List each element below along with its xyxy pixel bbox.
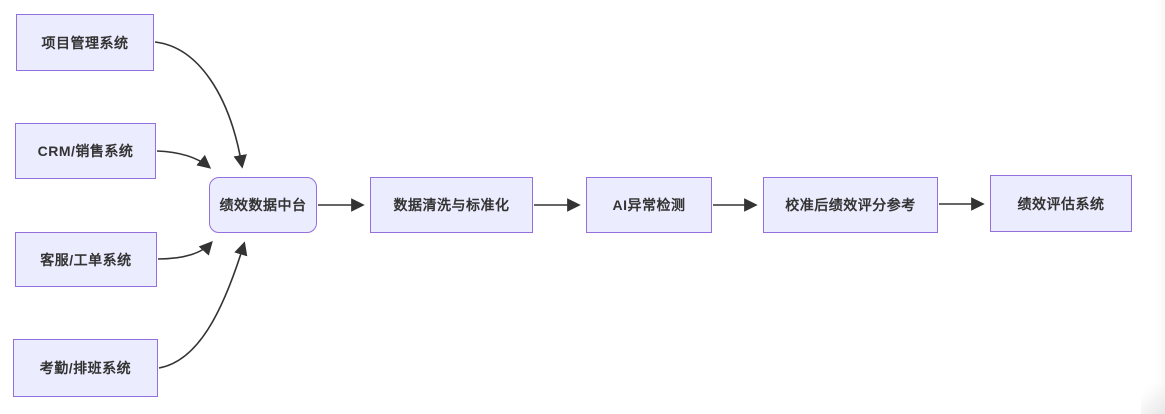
edge-service-to-hub [157, 240, 213, 260]
node-calibrated-score-reference: 校准后绩效评分参考 [763, 177, 938, 233]
node-service-ticket-system: 客服/工单系统 [15, 232, 157, 287]
node-label: 考勤/排班系统 [39, 360, 132, 376]
node-label: AI异常检测 [612, 197, 686, 213]
node-project-management-system: 项目管理系统 [16, 14, 154, 71]
node-label: 绩效数据中台 [219, 197, 307, 213]
edge-project-to-hub [154, 41, 247, 169]
node-performance-evaluation-system: 绩效评估系统 [990, 175, 1132, 232]
edge-attendance-to-hub [158, 241, 248, 369]
node-label: CRM/销售系统 [37, 143, 134, 159]
node-label: 绩效评估系统 [1017, 195, 1105, 212]
node-label: 校准后绩效评分参考 [785, 197, 916, 213]
node-attendance-scheduling-system: 考勤/排班系统 [13, 339, 158, 397]
node-label: 数据清洗与标准化 [393, 197, 510, 213]
node-performance-data-hub: 绩效数据中台 [209, 177, 317, 233]
node-label: 客服/工单系统 [40, 251, 132, 268]
node-data-cleaning-standardization: 数据清洗与标准化 [370, 177, 533, 233]
node-ai-anomaly-detection: AI异常检测 [586, 177, 712, 233]
edge-crm-to-hub [156, 150, 212, 169]
node-crm-sales-system: CRM/销售系统 [15, 123, 156, 179]
node-label: 项目管理系统 [41, 34, 129, 51]
